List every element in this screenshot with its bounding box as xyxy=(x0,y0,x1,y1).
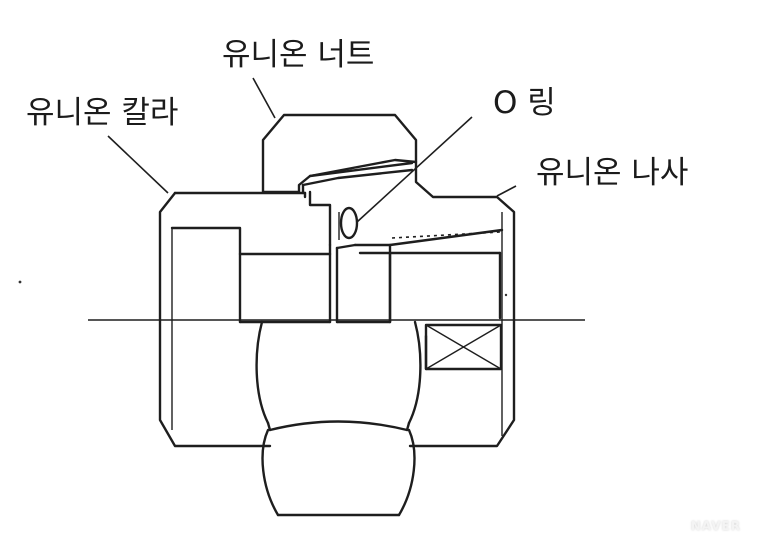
label-o-ring: O 링 xyxy=(493,85,556,121)
leader-union-nut xyxy=(252,77,276,119)
label-union-collar: 유니온 칼라 xyxy=(26,95,178,131)
leader-union-collar xyxy=(107,135,169,194)
watermark-logo: NAVER xyxy=(690,519,741,533)
union-thread-body xyxy=(335,160,516,448)
label-union-thread: 유니온 나사 xyxy=(536,155,688,191)
o-ring xyxy=(338,206,359,240)
union-collar-body xyxy=(158,190,339,448)
leader-o-ring xyxy=(356,116,473,223)
label-union-nut: 유니온 너트 xyxy=(222,37,374,73)
leader-union-thread xyxy=(496,185,517,197)
hex-body xyxy=(255,320,422,517)
scan-dot xyxy=(18,280,22,284)
scan-dot xyxy=(504,293,508,297)
union-nut xyxy=(261,113,418,195)
